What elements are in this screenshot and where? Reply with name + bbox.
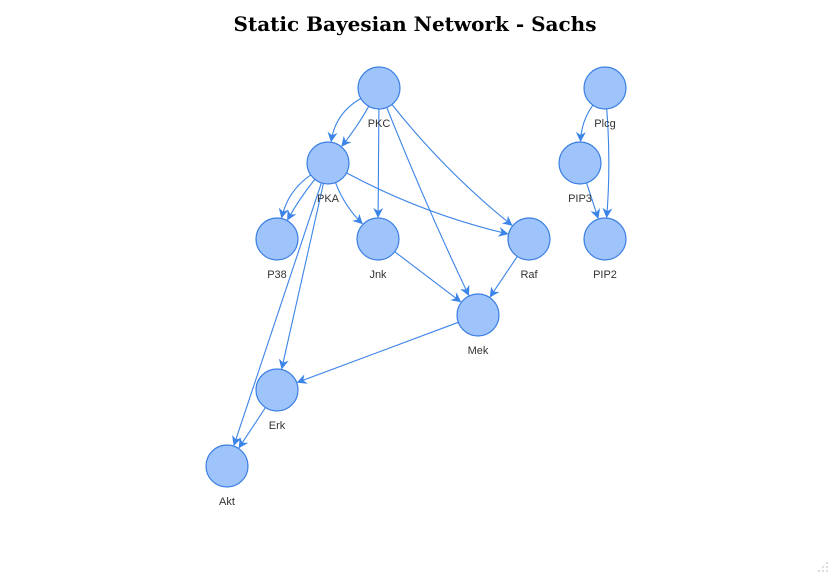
edge-jnk-to-mek: [394, 251, 462, 303]
node-pka[interactable]: PKA: [306, 141, 350, 205]
node-p38[interactable]: P38: [255, 217, 299, 281]
node-plcg[interactable]: Plcg: [583, 66, 627, 130]
node-circle[interactable]: [583, 217, 627, 261]
edge-plcg-to-pip2: [602, 108, 613, 219]
node-label: PIP3: [568, 193, 592, 205]
edge-pka-to-p38: [287, 179, 316, 221]
node-akt[interactable]: Akt: [205, 444, 249, 508]
edge-pka-to-akt: [232, 182, 322, 447]
node-circle[interactable]: [507, 217, 551, 261]
node-circle[interactable]: [456, 293, 500, 337]
node-label: PKA: [317, 193, 340, 205]
edge-pka-to-p38: [278, 174, 312, 219]
node-jnk[interactable]: Jnk: [356, 217, 400, 281]
edge-pka-to-raf: [346, 172, 509, 237]
node-circle[interactable]: [583, 66, 627, 110]
edge-pka-to-jnk: [334, 182, 363, 225]
edge-pkc-to-mek: [386, 107, 470, 297]
node-label: Akt: [219, 496, 235, 508]
node-erk[interactable]: Erk: [255, 368, 299, 432]
edge-raf-to-mek: [489, 256, 518, 298]
edges-layer: [232, 98, 613, 449]
node-pkc[interactable]: PKC: [357, 66, 401, 130]
edge-plcg-to-pip3: [575, 104, 594, 142]
node-circle[interactable]: [205, 444, 249, 488]
node-label: Plcg: [594, 118, 615, 130]
node-label: Mek: [468, 345, 489, 357]
node-label: Erk: [269, 420, 286, 432]
node-circle[interactable]: [255, 217, 299, 261]
node-pip3[interactable]: PIP3: [558, 141, 602, 205]
edge-pkc-to-pka: [341, 106, 370, 147]
edge-erk-to-akt: [238, 407, 266, 449]
edge-pkc-to-jnk: [373, 108, 384, 218]
node-mek[interactable]: Mek: [456, 293, 500, 357]
node-pip2[interactable]: PIP2: [583, 217, 627, 281]
edge-mek-to-erk: [296, 321, 459, 384]
node-circle[interactable]: [306, 141, 350, 185]
edge-pip3-to-pip2: [586, 182, 601, 220]
node-circle[interactable]: [255, 368, 299, 412]
resize-grip-icon[interactable]: [818, 562, 828, 572]
node-label: PKC: [368, 118, 391, 130]
node-label: Jnk: [369, 269, 387, 281]
node-raf[interactable]: Raf: [507, 217, 551, 281]
node-circle[interactable]: [357, 66, 401, 110]
node-label: Raf: [520, 269, 538, 281]
node-circle[interactable]: [356, 217, 400, 261]
node-label: PIP2: [593, 269, 617, 281]
diagram-title: Static Bayesian Network - Sachs: [233, 12, 597, 36]
node-circle[interactable]: [558, 141, 602, 185]
edge-pkc-to-raf: [391, 104, 513, 226]
node-label: P38: [267, 269, 287, 281]
edge-pkc-to-pka: [327, 98, 362, 143]
edge-pka-to-erk: [278, 183, 324, 370]
